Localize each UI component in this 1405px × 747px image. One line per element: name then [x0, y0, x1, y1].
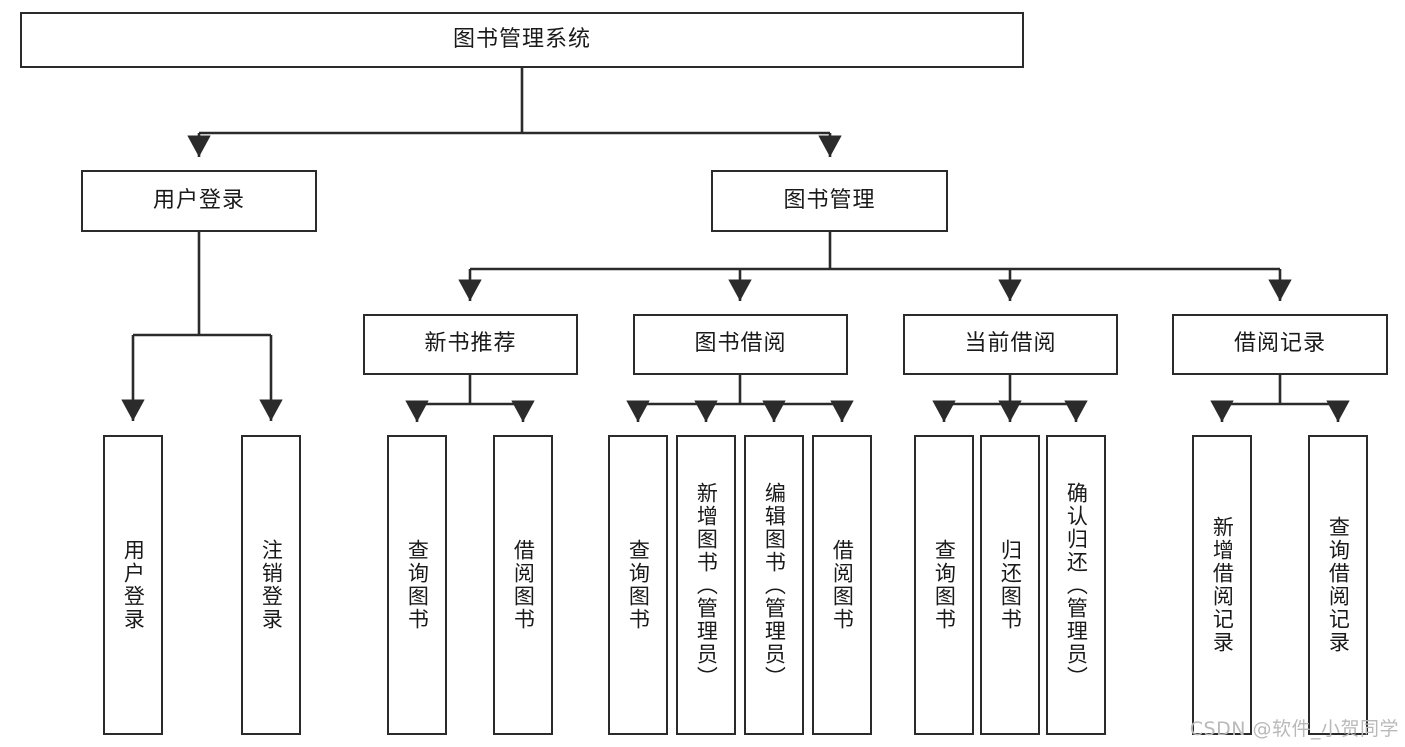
node-user-login[interactable]: 用户登录: [81, 170, 317, 232]
node-current-borrow[interactable]: 当前借阅: [903, 314, 1118, 375]
leaf-query-book-2-label: 查询图书: [626, 539, 651, 631]
leaf-return-book[interactable]: 归还图书: [980, 435, 1040, 735]
leaf-edit-book-label: 编辑图书（管理员）: [762, 481, 787, 689]
leaf-add-book[interactable]: 新增图书（管理员）: [676, 435, 736, 735]
node-book-borrow-label: 图书借阅: [694, 331, 787, 357]
node-new-book-recommend[interactable]: 新书推荐: [363, 314, 578, 375]
leaf-query-record[interactable]: 查询借阅记录: [1308, 435, 1368, 735]
leaf-user-login-label: 用户登录: [121, 539, 146, 631]
node-current-borrow-label: 当前借阅: [964, 331, 1057, 357]
node-root-label: 图书管理系统: [452, 26, 591, 52]
leaf-confirm-return[interactable]: 确认归还（管理员）: [1046, 435, 1106, 735]
leaf-borrow-book-1-label: 借阅图书: [511, 539, 536, 631]
leaf-return-book-label: 归还图书: [998, 539, 1023, 631]
leaf-query-book-1-label: 查询图书: [405, 539, 430, 631]
leaf-query-book-3[interactable]: 查询图书: [914, 435, 974, 735]
node-borrow-record[interactable]: 借阅记录: [1172, 314, 1388, 375]
node-new-book-recommend-label: 新书推荐: [424, 331, 517, 357]
leaf-add-record-label: 新增借阅记录: [1210, 516, 1235, 654]
node-root[interactable]: 图书管理系统: [20, 12, 1024, 68]
node-book-borrow[interactable]: 图书借阅: [633, 314, 848, 375]
leaf-query-book-2[interactable]: 查询图书: [608, 435, 668, 735]
leaf-logout-label: 注销登录: [259, 539, 284, 631]
leaf-logout[interactable]: 注销登录: [241, 435, 301, 735]
node-book-manage-label: 图书管理: [783, 187, 876, 213]
leaf-user-login[interactable]: 用户登录: [103, 435, 163, 735]
leaf-query-record-label: 查询借阅记录: [1326, 516, 1351, 654]
node-borrow-record-label: 借阅记录: [1233, 331, 1326, 357]
leaf-query-book-1[interactable]: 查询图书: [387, 435, 447, 735]
node-book-manage[interactable]: 图书管理: [711, 170, 948, 232]
leaf-borrow-book-2-label: 借阅图书: [830, 539, 855, 631]
leaf-confirm-return-label: 确认归还（管理员）: [1064, 481, 1089, 689]
leaf-borrow-book-1[interactable]: 借阅图书: [493, 435, 553, 735]
node-user-login-label: 用户登录: [152, 187, 245, 213]
leaf-add-book-label: 新增图书（管理员）: [694, 481, 719, 689]
leaf-edit-book[interactable]: 编辑图书（管理员）: [744, 435, 804, 735]
leaf-query-book-3-label: 查询图书: [932, 539, 957, 631]
leaf-add-record[interactable]: 新增借阅记录: [1192, 435, 1252, 735]
leaf-borrow-book-2[interactable]: 借阅图书: [812, 435, 872, 735]
